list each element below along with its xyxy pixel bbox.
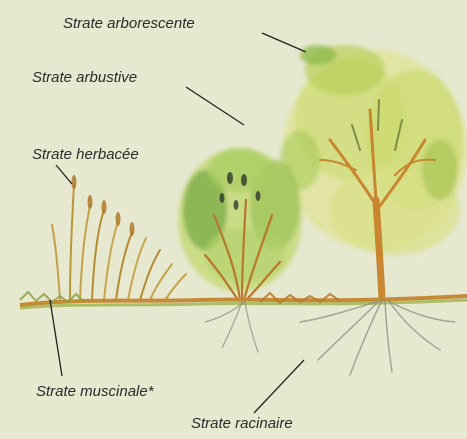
leader-racinaire (254, 360, 304, 413)
leader-muscinale (50, 300, 62, 376)
label-strate-herbacee: Strate herbacée (32, 147, 139, 162)
leader-arbustive (186, 87, 244, 125)
label-strate-arbustive: Strate arbustive (32, 70, 137, 85)
label-strate-muscinale: Strate muscinale* (36, 384, 154, 399)
label-strate-arborescente: Strate arborescente (63, 16, 195, 31)
roots (205, 300, 455, 375)
herb-grasses (52, 185, 186, 300)
herb-seed-heads (72, 175, 135, 236)
shrub-foliage (178, 148, 302, 292)
leader-herbacee (56, 165, 72, 184)
leader-arborescente (262, 33, 306, 52)
ground-moss (20, 292, 467, 308)
label-strate-racinaire: Strate racinaire (191, 416, 293, 431)
